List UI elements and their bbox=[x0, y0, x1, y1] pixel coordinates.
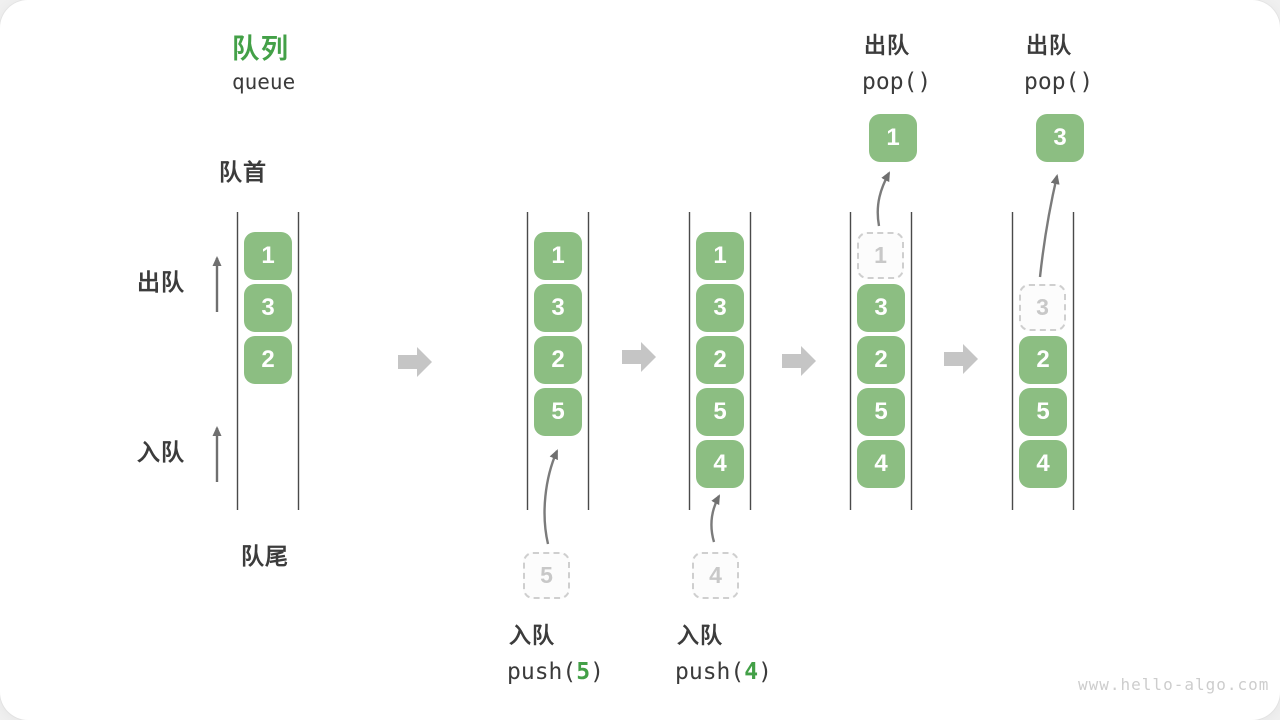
pop1-code: pop() bbox=[862, 69, 932, 95]
push4-code: push(4) bbox=[675, 659, 772, 685]
pop3-arrow-icon bbox=[1038, 174, 1060, 278]
push4-operation-label: 入队 push(4) bbox=[675, 618, 772, 685]
queue-item: 1 bbox=[244, 232, 292, 280]
pop2-code: pop() bbox=[1024, 69, 1094, 95]
flow-arrow-icon bbox=[782, 346, 816, 376]
diagram-title-en: queue bbox=[232, 70, 296, 94]
code-close: ) bbox=[758, 659, 772, 685]
operation-arrows bbox=[543, 171, 1060, 545]
pop1-operation-label: 出队 pop() bbox=[862, 28, 932, 95]
queue-item: 1 bbox=[534, 232, 582, 280]
incoming-item-ghost: 5 bbox=[523, 552, 570, 599]
queue-item: 4 bbox=[1019, 440, 1067, 488]
push5-arrow-icon bbox=[543, 449, 559, 545]
queue-item: 5 bbox=[534, 388, 582, 436]
queue-item: 5 bbox=[857, 388, 905, 436]
queue-item: 4 bbox=[857, 440, 905, 488]
dequeue-op-title: 出队 bbox=[1026, 33, 1073, 58]
queue-item: 3 bbox=[696, 284, 744, 332]
flow-arrow-icon bbox=[398, 347, 432, 377]
flow-arrow-icon bbox=[622, 342, 656, 372]
pop1-arrow-icon bbox=[876, 171, 891, 227]
flow-arrow-icon bbox=[944, 344, 978, 374]
code-arg: 5 bbox=[576, 659, 591, 685]
queue-item: 5 bbox=[696, 388, 744, 436]
code-arg: 4 bbox=[744, 659, 759, 685]
queue-item: 3 bbox=[857, 284, 905, 332]
diagram-title-zh: 队列 bbox=[232, 34, 290, 64]
popped-item: 1 bbox=[869, 114, 917, 162]
enqueue-op-title: 入队 bbox=[509, 623, 556, 648]
code-close: ) bbox=[590, 659, 604, 685]
queue-rails bbox=[236, 212, 1075, 510]
queue-item: 2 bbox=[244, 336, 292, 384]
queue-item: 1 bbox=[696, 232, 744, 280]
queue-item: 3 bbox=[244, 284, 292, 332]
removed-item-ghost: 3 bbox=[1019, 284, 1066, 331]
label-queue-front: 队首 bbox=[219, 159, 267, 185]
queue-item: 4 bbox=[696, 440, 744, 488]
push5-code: push(5) bbox=[507, 659, 604, 685]
queue-item: 2 bbox=[534, 336, 582, 384]
label-enqueue-side: 入队 bbox=[137, 439, 185, 465]
incoming-item-ghost: 4 bbox=[692, 552, 739, 599]
queue-item: 2 bbox=[857, 336, 905, 384]
code-fn: push( bbox=[675, 659, 745, 685]
popped-item: 3 bbox=[1036, 114, 1084, 162]
queue-item: 3 bbox=[534, 284, 582, 332]
label-queue-rear: 队尾 bbox=[241, 543, 289, 569]
watermark: www.hello-algo.com bbox=[1078, 675, 1270, 694]
push4-arrow-icon bbox=[710, 494, 721, 543]
label-dequeue-side: 出队 bbox=[137, 269, 185, 295]
pop2-operation-label: 出队 pop() bbox=[1024, 28, 1094, 95]
push5-operation-label: 入队 push(5) bbox=[507, 618, 604, 685]
removed-item-ghost: 1 bbox=[857, 232, 904, 279]
queue-item: 2 bbox=[1019, 336, 1067, 384]
queue-item: 5 bbox=[1019, 388, 1067, 436]
queue-item: 2 bbox=[696, 336, 744, 384]
code-fn: push( bbox=[507, 659, 577, 685]
enqueue-op-title: 入队 bbox=[677, 623, 724, 648]
dequeue-op-title: 出队 bbox=[864, 33, 911, 58]
